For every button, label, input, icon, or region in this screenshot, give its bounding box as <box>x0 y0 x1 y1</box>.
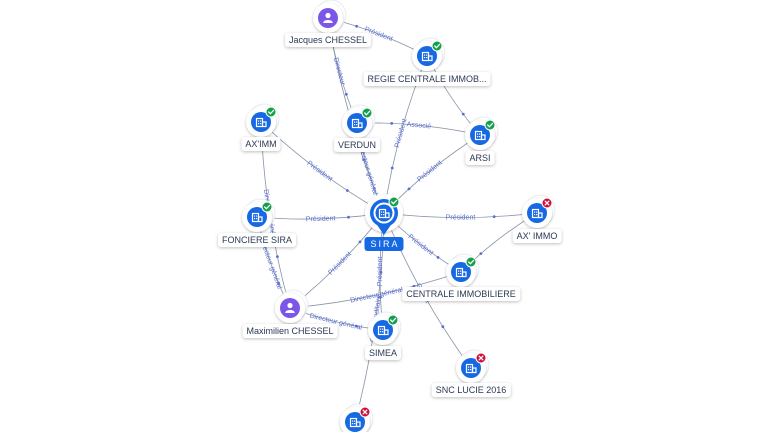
edge-arrow-maximilien-sira <box>358 240 362 244</box>
edge-label-sira_centrale: Président <box>407 233 435 257</box>
edge-arrow-fonciere-maximilien <box>277 281 280 285</box>
active-status-icon <box>387 314 399 326</box>
active-status-icon <box>388 196 400 208</box>
edge-label-jacques_verdun: Directeur <box>332 57 346 87</box>
edge-arrow-sira-simea <box>379 295 382 299</box>
edge-arrow-aximm-maximilien <box>275 255 279 259</box>
node-snc[interactable] <box>456 349 490 383</box>
node-label-verdun[interactable]: VERDUN <box>333 138 381 152</box>
edge-arrow-sira-aximmo <box>492 215 496 219</box>
active-status-icon <box>361 107 373 119</box>
edge-label-fonciere_sira: Président <box>306 215 336 223</box>
edge-label-regie_sira: Président <box>394 118 409 148</box>
node-jacques[interactable] <box>313 0 347 33</box>
node-label-centrale[interactable]: CENTRALE IMMOBILIERE <box>402 287 520 301</box>
edge-arrow-arsi-verdun <box>390 121 394 125</box>
node-aximm[interactable] <box>246 103 280 137</box>
active-status-icon <box>265 106 277 118</box>
edge-arrow-regie-jacques <box>355 24 359 28</box>
node-label-snc[interactable]: SNC LUCIE 2016 <box>431 383 511 397</box>
edge-arrow-fonciere-sira <box>347 215 350 219</box>
edge-arrow-jacques-verdun <box>344 92 348 96</box>
active-status-icon <box>261 201 273 213</box>
edge-arrow-maximilien-centrale <box>412 284 416 288</box>
node-label-fonciere[interactable]: FONCIERE SIRA <box>217 233 297 247</box>
node-aximmo[interactable] <box>522 194 556 228</box>
edge-arrow-regie-arsi <box>461 112 465 116</box>
node-bottom[interactable] <box>340 403 374 432</box>
center-node-label[interactable]: SIRA <box>364 237 404 251</box>
node-arsi[interactable] <box>465 116 499 150</box>
node-label-simea[interactable]: SIMEA <box>364 346 402 360</box>
node-label-aximm[interactable]: AX'IMM <box>241 137 281 151</box>
edge-label-arsi_verdun: Associé <box>406 121 431 130</box>
nodes-layer <box>242 0 556 432</box>
node-label-jacques[interactable]: Jacques CHESSEL <box>284 33 372 47</box>
edge-label-arsi_sira: Président <box>416 159 443 183</box>
node-label-aximmo[interactable]: AX' IMMO <box>512 229 562 243</box>
node-label-maximilien[interactable]: Maximilien CHESSEL <box>242 324 338 338</box>
edge-label-aximm_sira: Président <box>306 160 334 183</box>
edge-arrow-bottom-sira <box>379 270 383 274</box>
edge-arrow-aximm-sira <box>345 189 349 192</box>
edge-label-maximilien_sira: Président <box>327 251 353 277</box>
node-centrale[interactable] <box>446 253 480 287</box>
active-status-icon <box>465 256 477 268</box>
edge-label-sira_simea: Président <box>377 257 384 287</box>
edge-arrow-sira-centrale <box>436 255 440 259</box>
edge-arrow-aximmo-centrale <box>479 252 483 256</box>
node-fonciere[interactable] <box>242 198 276 232</box>
node-verdun[interactable] <box>342 104 376 138</box>
node-simea[interactable] <box>368 311 402 345</box>
edge-maximilien-centrale <box>289 271 462 309</box>
edge-label-sira_aximmo: Président <box>446 215 476 222</box>
active-status-icon <box>484 119 496 131</box>
active-status-icon <box>431 40 443 52</box>
edge-arrow-sira-snc <box>441 325 445 329</box>
edge-arrow-maximilien-simea <box>355 324 358 328</box>
center-node[interactable] <box>365 194 403 235</box>
edge-arrow-regie-sira <box>390 166 394 170</box>
node-maximilien[interactable] <box>275 289 309 323</box>
node-regie[interactable] <box>412 37 446 71</box>
edge-arrow-jacques-sira <box>362 158 366 162</box>
node-label-arsi[interactable]: ARSI <box>465 151 495 165</box>
edge-arrow-arsi-sira <box>407 187 411 191</box>
node-label-regie[interactable]: REGIE CENTRALE IMMOB... <box>363 72 491 86</box>
